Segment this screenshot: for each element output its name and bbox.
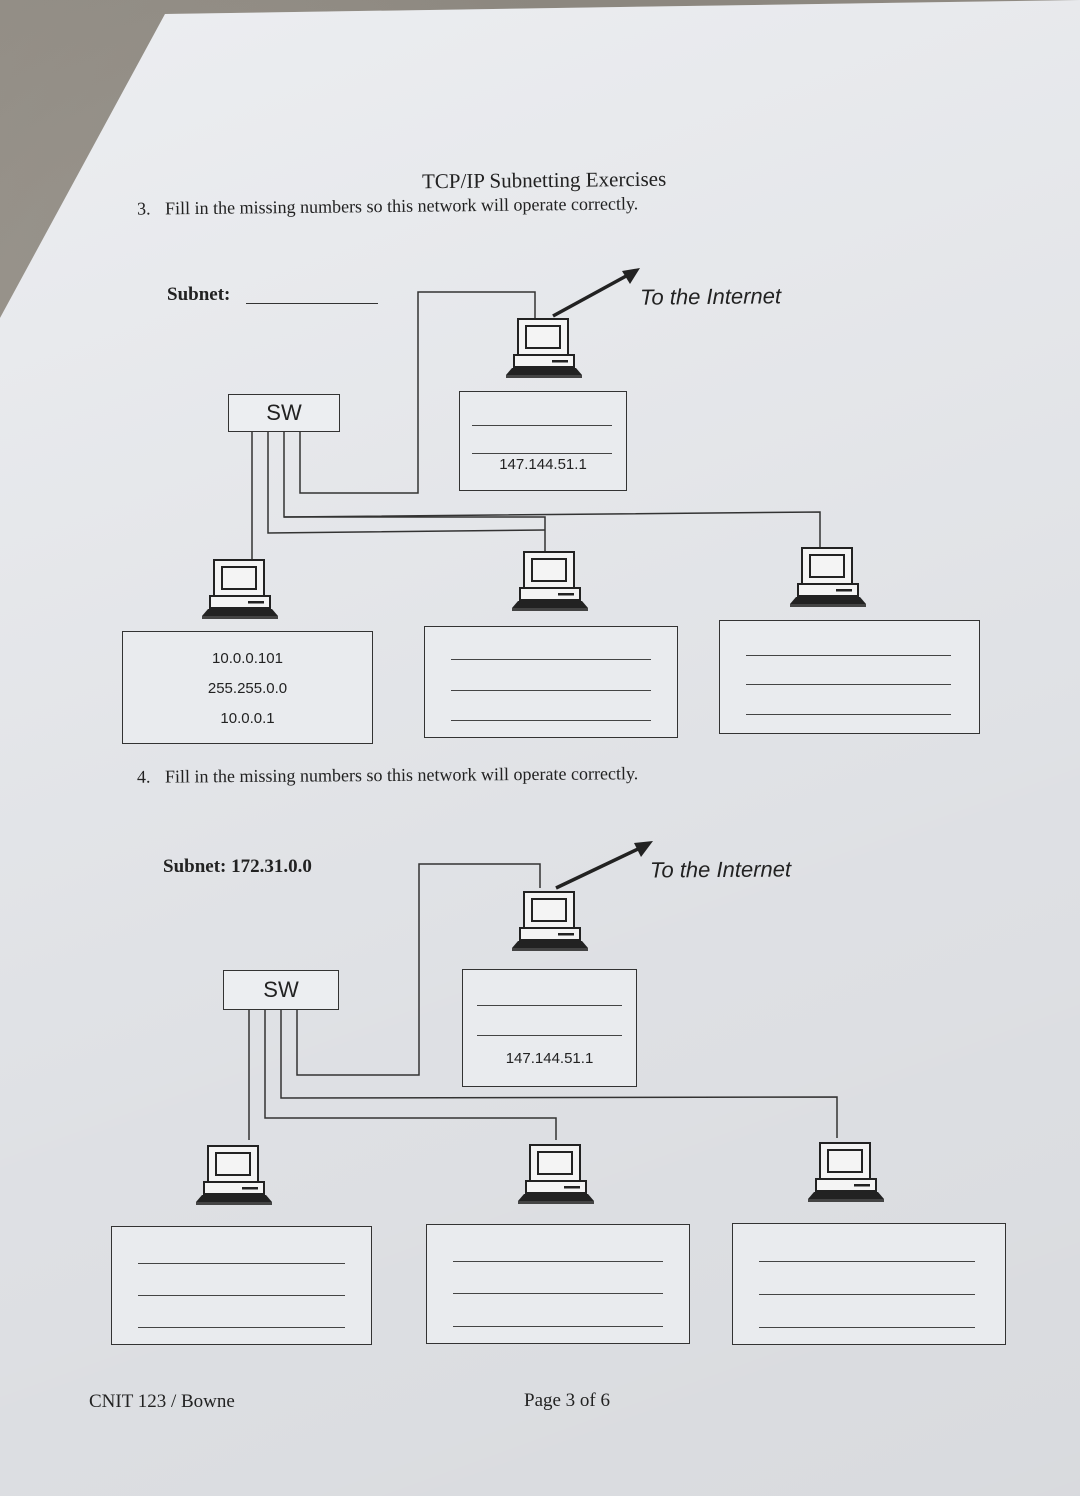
router-blank-line-1[interactable] [477, 1005, 622, 1006]
computer-icon [198, 558, 282, 622]
host-3-ip-blank[interactable] [746, 655, 951, 656]
computer-icon [804, 1141, 888, 1205]
host-3-mask-blank[interactable] [746, 684, 951, 685]
exercise-3-host-1-box: 10.0.0.101 255.255.0.0 10.0.0.1 [122, 631, 373, 744]
host-2-mask-blank[interactable] [453, 1293, 663, 1294]
exercise-4-host-3-box [732, 1223, 1006, 1345]
exercise-3-subnet-blank[interactable] [246, 303, 378, 304]
exercise-3-subnet-label: Subnet: [167, 284, 231, 305]
host-3-mask-blank[interactable] [759, 1294, 975, 1295]
footer-course: CNIT 123 / Bowne [89, 1391, 235, 1412]
host-2-ip-blank[interactable] [453, 1261, 663, 1262]
exercise-3-arrow-icon [552, 268, 640, 318]
footer-page-number: Page 3 of 6 [524, 1390, 611, 1411]
exercise-4-number: 4. [136, 766, 151, 787]
computer-icon [514, 1143, 598, 1207]
exercise-4-internet-label: To the Internet [649, 856, 792, 883]
host-1-gateway: 10.0.0.1 [220, 710, 275, 727]
exercise-3-router-ip: 147.144.51.1 [499, 456, 587, 473]
host-1-mask-blank[interactable] [138, 1295, 345, 1296]
exercise-3-host-3-box [719, 620, 980, 734]
exercise-3-router-box: 147.144.51.1 [459, 391, 627, 491]
exercise-3-wires [251, 291, 821, 560]
router-blank-line-2[interactable] [472, 453, 612, 454]
exercise-4-arrow-icon [555, 841, 653, 890]
host-1-mask: 255.255.0.0 [207, 680, 288, 697]
exercise-3-host-2-box [424, 626, 678, 738]
exercise-4-host-1-box [111, 1226, 372, 1345]
computer-icon [786, 546, 870, 610]
host-1-ip-blank[interactable] [138, 1263, 345, 1264]
exercise-4-host-2-box [426, 1224, 690, 1344]
host-3-gateway-blank[interactable] [759, 1327, 975, 1328]
host-1-ip: 10.0.0.101 [212, 650, 283, 667]
host-2-gateway-blank[interactable] [451, 720, 651, 721]
exercise-3-switch: SW [228, 394, 340, 432]
router-blank-line-1[interactable] [472, 425, 612, 426]
exercise-4-subnet-label: Subnet: 172.31.0.0 [163, 856, 312, 877]
router-blank-line-2[interactable] [477, 1035, 622, 1036]
computer-icon [192, 1144, 276, 1208]
host-3-gateway-blank[interactable] [746, 714, 951, 715]
exercise-4-switch: SW [223, 970, 339, 1010]
computer-icon [508, 550, 592, 614]
exercise-4-text: Fill in the missing numbers so this netw… [164, 763, 639, 787]
host-2-ip-blank[interactable] [451, 659, 651, 660]
computer-icon [508, 890, 592, 954]
host-3-ip-blank[interactable] [759, 1261, 975, 1262]
computer-icon [502, 317, 586, 381]
host-2-gateway-blank[interactable] [453, 1326, 663, 1327]
host-2-mask-blank[interactable] [451, 690, 651, 691]
exercise-4-wires [248, 863, 838, 1140]
host-1-gateway-blank[interactable] [138, 1327, 345, 1328]
exercise-4-router-ip: 147.144.51.1 [505, 1050, 594, 1067]
exercise-4-instruction: 4. Fill in the missing numbers so this ne… [137, 763, 638, 787]
exercise-4-router-box: 147.144.51.1 [462, 969, 637, 1087]
